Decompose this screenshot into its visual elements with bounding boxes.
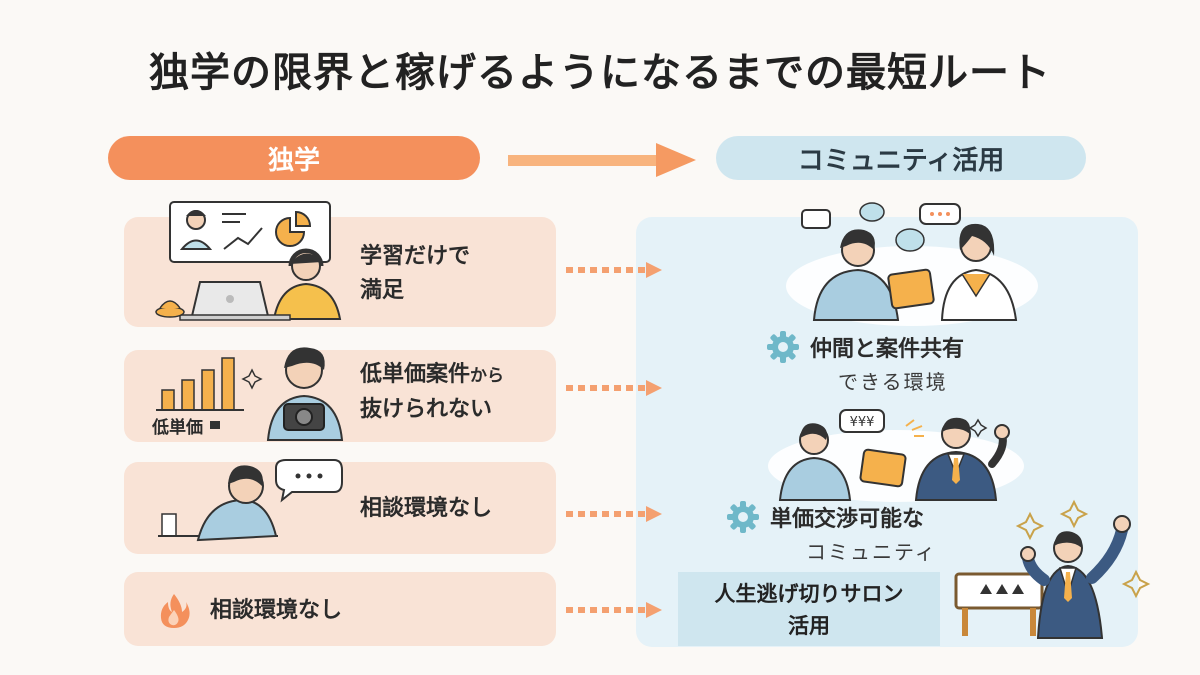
- problem-4-text: 相談環境なし: [210, 598, 343, 623]
- gear-icon: [727, 501, 759, 533]
- self-study-header: 独学: [108, 136, 480, 180]
- team-discussion-illustration: [786, 202, 1038, 326]
- gear-icon: [767, 331, 799, 363]
- arrow-icon-4: [566, 602, 662, 618]
- arrow-icon-1: [566, 262, 662, 278]
- fire-icon: [160, 594, 190, 628]
- problem-3-text: 相談環境なし: [360, 496, 493, 521]
- study-illustration: [155, 201, 342, 321]
- low-price-illustration: [156, 347, 344, 441]
- solution-1-subtitle: できる環境: [838, 370, 948, 394]
- speech-bubble-yen: ¥¥¥: [850, 415, 875, 430]
- price-negotiation-illustration: ¥¥¥: [768, 409, 1024, 502]
- solution-2-subtitle: コミュニティ: [806, 540, 937, 564]
- salon-box: 人生逃げ切りサロン 活用: [678, 572, 940, 646]
- label-mark: [210, 421, 220, 429]
- arrow-icon-3: [566, 506, 662, 522]
- problem-card-4: [124, 572, 556, 646]
- success-illustration: [954, 499, 1151, 639]
- salon-title: 人生逃げ切りサロン: [714, 582, 904, 606]
- salon-subtitle: 活用: [788, 614, 830, 638]
- solution-2-title: 単価交渉可能な: [726, 500, 924, 534]
- main-arrow-icon: [508, 143, 696, 177]
- worried-person-illustration: [158, 459, 343, 542]
- arrow-icon-2: [566, 380, 662, 396]
- problem-2-text: 低単価案件から 抜けられない: [360, 362, 505, 422]
- solution-1-title: 仲間と案件共有: [766, 330, 964, 364]
- problem-1-text: 学習だけで 満足: [360, 244, 471, 303]
- low-price-label: 低単価: [152, 418, 203, 438]
- community-header: コミュニティ活用: [716, 136, 1086, 180]
- page-title: 独学の限界と稼げるようになるまでの最短ルート: [149, 50, 1051, 96]
